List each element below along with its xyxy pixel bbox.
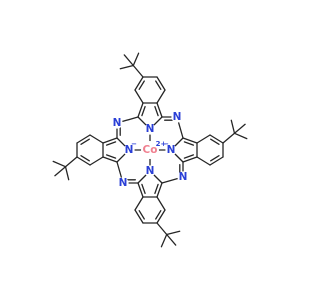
pyrrole-n-bottom-halo [144, 165, 156, 177]
unit-left-bond-cb-cd [102, 137, 118, 144]
unit-left-bond-ca-cc-inner [105, 154, 117, 159]
unit-left-bond-ca-cc [102, 156, 118, 163]
meso-n-right-halo [177, 171, 189, 183]
unit-bottom-benzo-2-inner [155, 210, 162, 220]
unit-top-benzo-2-inner [138, 80, 145, 90]
unit-top-benzo-2 [134, 76, 144, 91]
meso-n-left-halo [111, 117, 123, 129]
unit-bottom-bond-ca-cc [156, 182, 163, 198]
unit-top-benzo-4 [156, 76, 166, 91]
unit-left-bond-cb-cd-inner [105, 141, 117, 146]
tbu-bottom-attach [156, 222, 168, 236]
unit-right-benzo-2-inner [210, 138, 220, 145]
meso-n-top: N [173, 111, 182, 123]
meso-n-right: N [179, 171, 188, 183]
unit-left-benzo-4 [76, 134, 91, 144]
cobalt-charge: 2+ [156, 140, 167, 148]
meso-n-left: N [113, 117, 122, 129]
unit-top-benzo-5 [156, 89, 166, 104]
unit-bottom-benzo-4 [134, 209, 144, 224]
unit-bottom-benzo-2 [156, 209, 166, 224]
unit-right-benzo-4 [209, 156, 224, 166]
unit-top-bond-cb-cd [156, 102, 163, 118]
tbu-bottom-methyl-2 [160, 233, 168, 248]
pyrrole-n-top-halo [144, 123, 156, 135]
unit-left-benzo-5 [89, 134, 104, 144]
unit-right-bond-ca-cc [182, 137, 198, 144]
unit-left-benzo-4-inner [80, 138, 90, 145]
cobalt-center-halo [141, 141, 159, 159]
unit-right-benzo-4-inner [210, 155, 220, 162]
unit-right-benzo-2 [209, 134, 224, 144]
tbu-bottom-methyl-3 [166, 230, 181, 236]
tbu-right-methyl-1 [233, 123, 246, 134]
pyrrole-n-right: N [167, 144, 176, 156]
unit-right-bond-ca-cc-inner [183, 141, 195, 146]
unit-left-benzo-1 [89, 156, 104, 166]
tbu-left-methyl-3 [64, 166, 70, 181]
unit-left-benzo-2 [76, 156, 91, 166]
unit-right-bond-cb-cd [182, 156, 198, 163]
unit-top-bond-ca-cc-inner [141, 105, 146, 117]
tbu-left-methyl-2 [52, 160, 67, 168]
pyrrole-n-left-halo [123, 144, 135, 156]
unit-left-benzo-2-inner [80, 155, 90, 162]
tbu-left-methyl-1 [54, 166, 67, 177]
tbu-right-attach [222, 132, 236, 144]
tbu-right-methyl-2 [233, 132, 248, 140]
pyrrole-n-top: N [146, 123, 155, 135]
meso-n-bottom-halo [117, 177, 129, 189]
tbu-bottom-methyl-1 [166, 233, 177, 246]
unit-bottom-bond-cb-cd [137, 182, 144, 198]
pyrrole-n-left: N [125, 144, 134, 156]
tbu-top-attach [132, 64, 144, 78]
bond-layer [52, 52, 248, 248]
pyrrole-n-right-halo [165, 144, 177, 156]
unit-bottom-benzo-5 [134, 196, 144, 211]
unit-bottom-bond-cb-cd-inner [141, 183, 146, 195]
unit-right-benzo-5 [196, 156, 211, 166]
unit-top-bond-cb-cd-inner [154, 105, 159, 117]
tbu-left-attach [64, 156, 78, 168]
meso-n-top-halo [171, 111, 183, 123]
tbu-top-methyl-2 [132, 52, 140, 67]
unit-top-bond-ca-cc [137, 102, 144, 118]
pyrrole-n-bottom: N [146, 165, 155, 177]
meso-n-bottom: N [119, 177, 128, 189]
unit-top-benzo-4-inner [155, 80, 162, 90]
cobalt-center: Co [143, 144, 158, 156]
unit-right-benzo-1 [196, 134, 211, 144]
unit-bottom-bond-ca-cc-inner [154, 183, 159, 195]
pyrrole-n-right-charge: − [163, 140, 169, 148]
unit-right-bond-cb-cd-inner [183, 154, 195, 159]
tbu-top-methyl-1 [123, 54, 134, 67]
unit-top-benzo-1 [134, 89, 144, 104]
unit-bottom-benzo-1 [156, 196, 166, 211]
pyrrole-n-left-charge: − [131, 140, 137, 148]
unit-bottom-benzo-4-inner [138, 210, 145, 220]
tbu-right-methyl-3 [230, 119, 236, 134]
tbu-top-methyl-3 [119, 64, 134, 70]
